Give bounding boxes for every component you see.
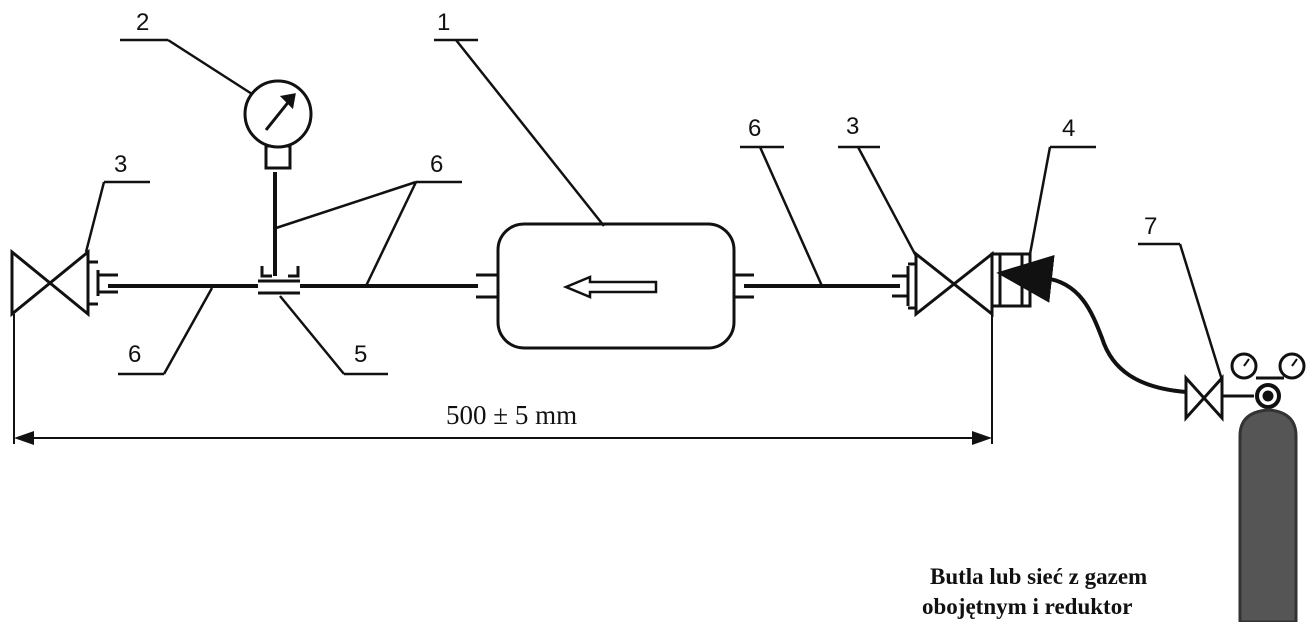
left-valve-icon: [10, 248, 118, 318]
label-pipe-upper: 6: [430, 151, 443, 178]
label-valve-right: 3: [846, 113, 859, 140]
gas-cylinder-icon: [1238, 408, 1298, 622]
flow-direction-arrow-icon: [562, 275, 658, 299]
cylinder-valve-icon: [1184, 352, 1306, 422]
label-valve-left: 3: [114, 151, 127, 178]
label-filter: 1: [437, 9, 450, 36]
label-pipe-right: 6: [748, 115, 761, 142]
flexible-hose: [996, 255, 1187, 394]
label-tee: 5: [354, 341, 367, 368]
right-valve-icon: [892, 250, 994, 318]
quick-connector-icon: [990, 252, 1032, 308]
gas-source-caption-line1: Butla lub sieć z gazem: [930, 564, 1147, 589]
tee-fitting: [258, 172, 300, 295]
label-cylinder-valve: 7: [1144, 213, 1157, 240]
label-gauge: 2: [136, 9, 149, 36]
dimension-line: [13, 314, 993, 445]
gas-source-caption-line2: obojętnym i reduktor: [922, 594, 1132, 619]
label-connector: 4: [1062, 115, 1075, 142]
label-pipe-left: 6: [128, 341, 141, 368]
filter-housing: [476, 222, 754, 350]
dimension-label: 500 ± 5 mm: [446, 400, 577, 430]
pressure-gauge-icon: [243, 79, 313, 170]
